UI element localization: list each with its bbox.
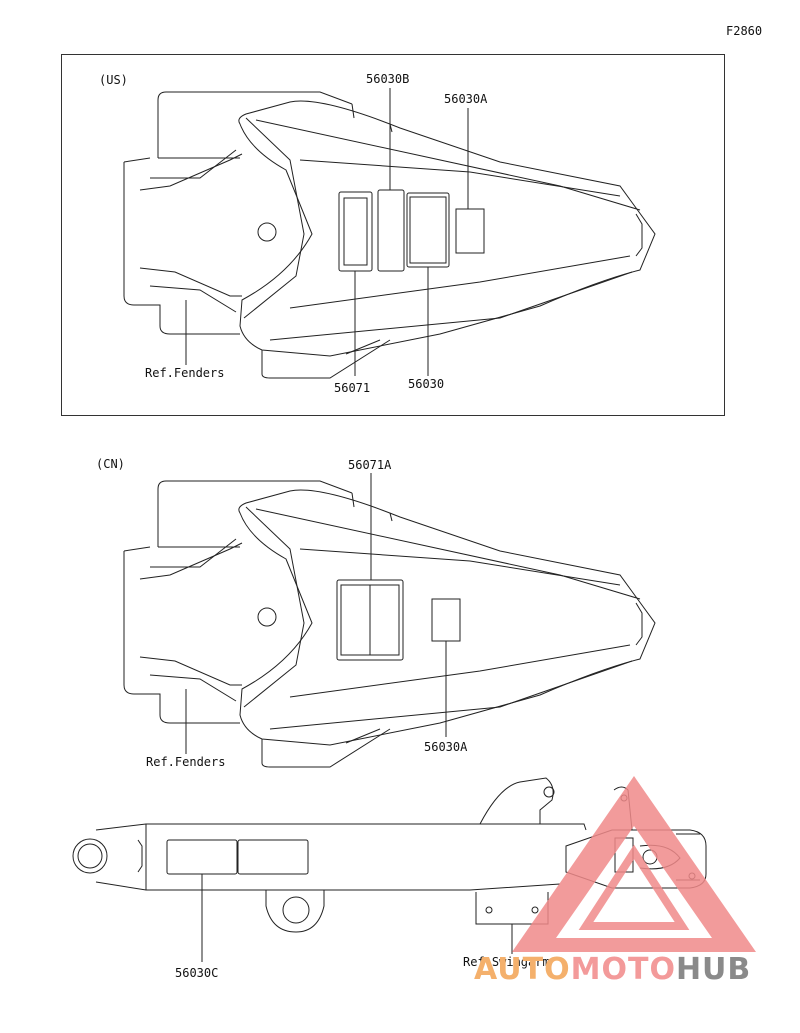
watermark-moto: MOTO — [570, 952, 676, 987]
callout-56071: 56071 — [334, 381, 371, 395]
region-label-cn: (CN) — [96, 457, 125, 471]
watermark-auto: AUTO — [474, 952, 571, 987]
callout-56030A-us: 56030A — [444, 92, 488, 106]
rear-fender-cn — [123, 473, 656, 768]
rear-fender-us — [123, 88, 656, 379]
callout-56030: 56030 — [408, 377, 445, 391]
watermark-text: AUTOMOTOHUB — [474, 952, 751, 987]
watermark-logo — [512, 776, 756, 952]
callout-56030A-cn: 56030A — [424, 740, 468, 754]
swingarm-cn — [72, 777, 707, 962]
callout-ref-fenders-us: Ref.Fenders — [145, 366, 225, 380]
callout-56071A: 56071A — [348, 458, 392, 472]
callout-ref-swingarm: Ref.Swingarm — [463, 955, 550, 969]
watermark-hub: HUB — [675, 952, 752, 987]
region-label-us: (US) — [99, 73, 128, 87]
figure-code: F2860 — [726, 24, 763, 38]
panel-us — [61, 54, 725, 416]
callout-ref-fenders-cn: Ref.Fenders — [146, 755, 226, 769]
callout-56030B: 56030B — [366, 72, 410, 86]
callout-56030C: 56030C — [175, 966, 219, 980]
